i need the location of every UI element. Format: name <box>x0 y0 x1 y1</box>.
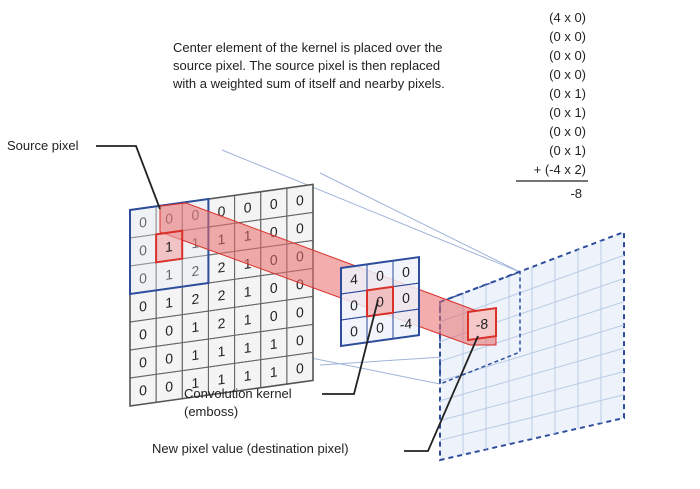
source-cell-value: 1 <box>218 371 226 388</box>
source-cell-value: 2 <box>218 287 226 304</box>
source-cell-value: 0 <box>139 214 147 231</box>
source-cell-value: 1 <box>165 266 173 283</box>
source-cell-value: 0 <box>296 332 304 349</box>
destination-window <box>439 270 521 386</box>
kernel-cell-value: 0 <box>350 297 358 314</box>
calc-term: (0 x 0) <box>549 29 586 44</box>
calc-term: (0 x 1) <box>549 86 586 101</box>
source-cell-value: 0 <box>296 192 304 209</box>
source-cell-value: 2 <box>218 259 226 276</box>
source-cell-value: 1 <box>191 318 199 335</box>
source-pixel-value: 1 <box>165 238 173 255</box>
source-cell-value: 1 <box>270 335 278 352</box>
source-cell-value: 1 <box>244 339 252 356</box>
source-cell-value: 0 <box>296 360 304 377</box>
destination-leader <box>404 335 479 452</box>
source-cell-value: 2 <box>191 262 199 279</box>
calc-term: (0 x 0) <box>549 124 586 139</box>
source-cell-value: 0 <box>296 220 304 237</box>
source-cell-value: 0 <box>139 298 147 315</box>
source-pixel-highlight <box>155 229 184 264</box>
kernel-center-value: 0 <box>376 293 384 310</box>
source-cell-value: 1 <box>244 367 252 384</box>
kernel-center-highlight <box>366 285 394 318</box>
source-cell-value: 0 <box>270 307 278 324</box>
source-cell-value: 1 <box>244 311 252 328</box>
calc-term: + (-4 x 2) <box>534 162 586 177</box>
source-cell-value: 0 <box>296 276 304 293</box>
destination-grid-line <box>439 347 625 402</box>
source-cell-value: 0 <box>218 203 226 220</box>
calc-result: -8 <box>570 186 582 201</box>
kernel-cell-value: -4 <box>400 315 413 333</box>
source-pixel-leader <box>96 145 161 210</box>
destination-image <box>439 230 625 462</box>
calculation-column: (4 x 0) (0 x 0) (0 x 0) (0 x 0) (0 x 1) … <box>516 10 588 201</box>
source-cell-value: 0 <box>165 378 173 395</box>
source-pixel-label: Source pixel <box>7 138 79 153</box>
source-cell-value: 0 <box>139 242 147 259</box>
source-cell-value: 0 <box>270 195 278 212</box>
source-cell-value: 0 <box>139 326 147 343</box>
kernel-leader <box>322 299 379 395</box>
calc-term: (0 x 1) <box>549 143 586 158</box>
calc-term: (0 x 0) <box>549 67 586 82</box>
source-cell-value: 0 <box>165 322 173 339</box>
source-cell-value: 0 <box>296 304 304 321</box>
kernel-cell-value: 0 <box>376 319 384 336</box>
source-cell-value: 1 <box>191 374 199 391</box>
source-cell-value: 0 <box>139 270 147 287</box>
calc-term: (0 x 0) <box>549 48 586 63</box>
kernel-cell-value: 0 <box>376 267 384 284</box>
kernel-cell-value: 0 <box>350 323 358 340</box>
kernel-label-line-2: (emboss) <box>184 404 238 419</box>
destination-pixel-value: -8 <box>476 315 489 333</box>
source-cell-value: 1 <box>165 294 173 311</box>
destination-pixel: -8 <box>467 306 497 342</box>
kernel-cell-value: 0 <box>402 289 410 306</box>
source-cell-value: 0 <box>165 350 173 367</box>
source-cell-value: 0 <box>244 199 252 216</box>
source-cell-value: 0 <box>270 279 278 296</box>
source-cell-value: 1 <box>270 363 278 380</box>
source-cell-value: 2 <box>191 290 199 307</box>
source-cell-value: 1 <box>191 346 199 363</box>
source-cell-value: 0 <box>139 382 147 399</box>
kernel-label-line-1: Convolution kernel <box>184 386 292 401</box>
description-line-2: source pixel. The source pixel is then r… <box>173 58 440 73</box>
source-cell-value: 2 <box>218 315 226 332</box>
destination-grid-line <box>439 371 625 421</box>
destination-grid-line <box>439 394 625 441</box>
description-line-1: Center element of the kernel is placed o… <box>173 40 443 55</box>
destination-label: New pixel value (destination pixel) <box>152 441 349 456</box>
kernel-cell-value: 4 <box>350 271 358 288</box>
description-line-3: with a weighted sum of itself and nearby… <box>172 76 445 91</box>
kernel-outline <box>340 255 420 348</box>
calc-term: (0 x 1) <box>549 105 586 120</box>
source-cell-value: 1 <box>218 343 226 360</box>
calc-term: (4 x 0) <box>549 10 586 25</box>
kernel-cell-value: 0 <box>402 263 410 280</box>
source-cell-value: 1 <box>244 283 252 300</box>
source-cell-value: 0 <box>139 354 147 371</box>
source-cell-value: 0 <box>270 223 278 240</box>
